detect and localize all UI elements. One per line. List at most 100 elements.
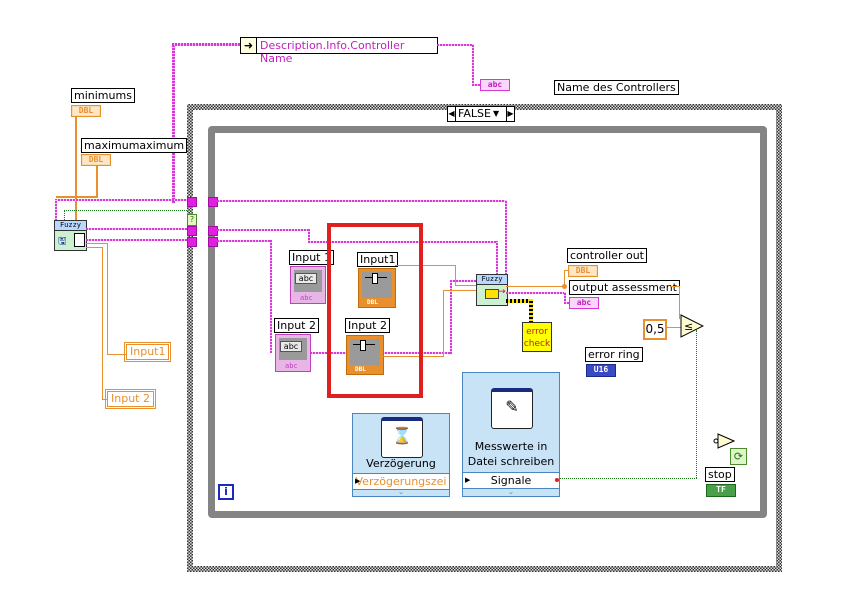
case-tunnel (187, 237, 197, 247)
string-input2-label: Input 2 (274, 318, 319, 333)
case-selector[interactable]: ◀ FALSE ▼ ▶ (447, 106, 515, 122)
delay-vi-param[interactable]: ▶Verzögerungszei (353, 473, 449, 490)
loop-tunnel (208, 237, 218, 247)
numeric-wire (96, 166, 98, 196)
string-wire (86, 239, 191, 241)
slider-thumb[interactable] (360, 340, 366, 351)
expand-chevron-icon[interactable]: ⌄ (397, 487, 405, 496)
error-ring-constant[interactable]: U16 (586, 364, 616, 377)
type-label: abc (300, 294, 313, 302)
delay-express-vi[interactable]: ⌛ Verzögerung ▶Verzögerungszei ⌄ (352, 413, 450, 497)
controller-out-indicator[interactable]: DBL (568, 265, 598, 277)
minimums-control[interactable]: DBL (71, 105, 101, 117)
fuzzy-controller-vi[interactable]: Fuzzy → (476, 274, 508, 306)
string-wire (437, 44, 472, 46)
write-vi-param[interactable]: ▶Signale (463, 472, 559, 489)
slider-input2-control[interactable]: DBL (346, 335, 384, 375)
output-assessment-label: output assessment (569, 280, 680, 295)
slider-input2-label: Input 2 (345, 318, 390, 333)
case-tunnel (187, 226, 197, 236)
delay-vi-title: Verzögerung (366, 457, 436, 470)
increment-arrow-icon[interactable]: ▶ (506, 107, 514, 121)
numeric-wire (107, 354, 126, 355)
write-vi-title: Datei schreiben (467, 455, 555, 468)
maximum-label: maximumaximum (81, 138, 188, 153)
loop-condition-icon[interactable]: ⟳ (730, 448, 747, 465)
error-check-text: check (523, 339, 551, 349)
numeric-wire (455, 265, 456, 285)
property-node-label: Description.Info.Controller Name (260, 39, 405, 65)
output-assessment-indicator[interactable]: abc (569, 297, 599, 309)
error-wire (529, 299, 533, 323)
string-wire (450, 280, 477, 282)
numeric-wire (443, 290, 477, 291)
string-field: abc (280, 341, 302, 352)
fuzzy-load-vi[interactable]: Fuzzy 🖫 (54, 220, 87, 251)
slider-input1-label: Input1 (357, 252, 399, 267)
error-ring-label: error ring (585, 347, 643, 362)
minimums-label: minimums (71, 88, 135, 103)
property-node[interactable]: ➜ Description.Info.Controller Name (240, 37, 438, 65)
numeric-wire (102, 247, 103, 400)
while-loop[interactable] (208, 126, 767, 518)
controller-name-label: Name des Controllers (554, 80, 679, 95)
type-label: abc (487, 80, 503, 89)
selector-terminal: ? (187, 214, 197, 226)
boolean-wire (64, 210, 65, 220)
maximum-control[interactable]: DBL (81, 154, 111, 166)
controller-out-label: controller out (567, 248, 647, 263)
wire-junction (562, 284, 567, 289)
string-wire (217, 229, 310, 231)
type-label: abc (285, 362, 298, 370)
type-label: DBL (575, 266, 591, 275)
not-gate-icon[interactable] (713, 433, 735, 449)
numeric-wire (102, 399, 107, 400)
input2-constant[interactable]: Input 2 (105, 389, 156, 409)
param-text: Verzögerungszei (355, 475, 447, 488)
fuzzy-vi-header: Fuzzy (477, 275, 507, 285)
string-input1-control[interactable]: abc abc (290, 266, 326, 304)
type-label: U16 (593, 365, 609, 374)
numeric-wire (86, 247, 103, 248)
type-label: DBL (88, 155, 104, 164)
string-input2-control[interactable]: abc abc (275, 334, 311, 372)
string-wire (86, 228, 191, 230)
error-check-vi[interactable]: error check (522, 322, 552, 352)
write-file-icon: ✎ (491, 388, 533, 429)
input1-constant[interactable]: Input1 (123, 342, 172, 362)
stop-control[interactable]: TF (706, 484, 736, 497)
fuzzy-system-icon (74, 233, 85, 247)
case-tunnel (187, 197, 197, 207)
iteration-terminal: i (218, 484, 234, 500)
string-wire (564, 292, 566, 304)
string-wire (472, 44, 474, 86)
string-wire (472, 84, 482, 86)
param-text: Signale (490, 474, 532, 487)
type-label: DBL (78, 106, 94, 115)
slider-thumb[interactable] (372, 273, 378, 284)
type-label: TF (716, 485, 726, 494)
string-indicator[interactable]: abc (480, 79, 510, 91)
decrement-arrow-icon[interactable]: ◀ (448, 107, 456, 121)
less-or-equal-icon[interactable]: ≤ (680, 314, 704, 338)
numeric-wire (443, 290, 444, 357)
hourglass-icon: ⌛ (381, 417, 423, 458)
fuzzy-vi-header: Fuzzy (55, 221, 86, 231)
numeric-wire (395, 265, 455, 266)
string-wire (506, 292, 566, 294)
write-measurement-express-vi[interactable]: ✎ Messwerte in Datei schreiben ▶Signale … (462, 372, 560, 497)
string-wire (308, 229, 310, 243)
fuzzy-membership-icon (485, 289, 499, 299)
numeric-constant[interactable]: 0,5 (643, 319, 667, 340)
string-field: abc (295, 273, 317, 284)
loop-tunnel (208, 197, 218, 207)
expand-chevron-icon[interactable]: ⌄ (507, 487, 515, 496)
numeric-wire (564, 270, 570, 271)
string-wire (496, 241, 498, 275)
error-wire (506, 299, 531, 303)
save-file-icon: 🖫 (58, 236, 67, 247)
dropdown-arrow-icon[interactable]: ▼ (493, 109, 500, 118)
slider-input1-control[interactable]: DBL (358, 268, 396, 308)
string-input1-label: Input 1 (289, 250, 334, 265)
string-wire (217, 200, 507, 202)
